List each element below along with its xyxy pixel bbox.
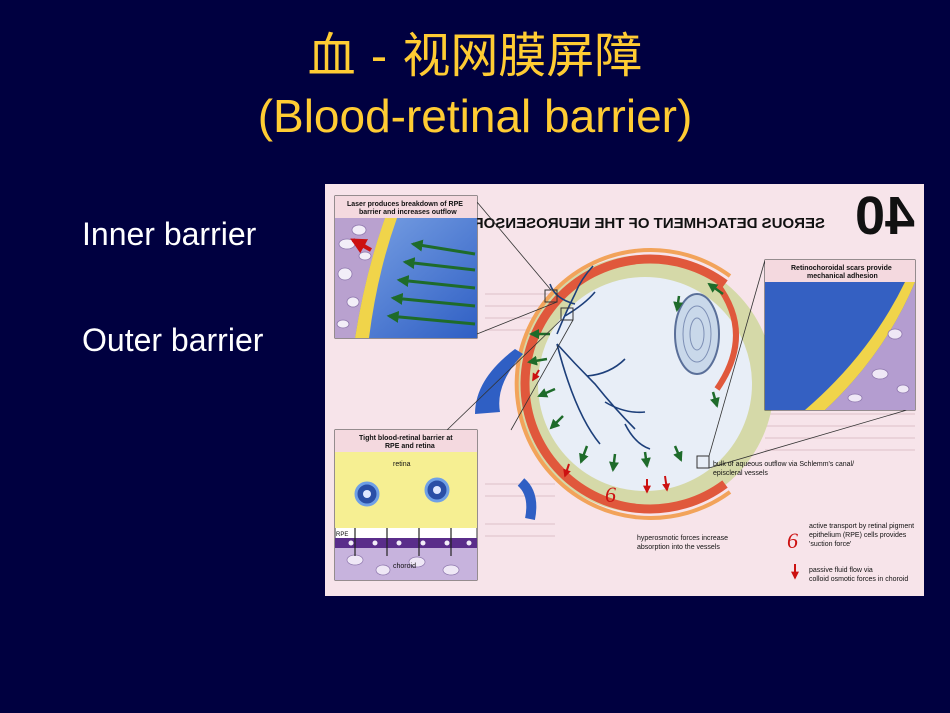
svg-text:episcleral vessels: episcleral vessels [713, 470, 768, 477]
slide-title-english: (Blood-retinal barrier) [257, 90, 693, 142]
bullet-inner-barrier: Inner barrier [82, 216, 257, 252]
svg-text:barrier and increases outflow: barrier and increases outflow [359, 209, 457, 216]
svg-text:RPE: RPE [336, 532, 348, 538]
bullet-outer-barrier: Outer barrier [82, 322, 264, 358]
svg-text:'suction force': 'suction force' [809, 541, 851, 548]
svg-text:choroid: choroid [393, 563, 416, 570]
svg-text:bulk of aqueous outflow via Sc: bulk of aqueous outflow via Schlemm's ca… [713, 461, 854, 468]
svg-text:epithelium (RPE) cells provide: epithelium (RPE) cells provides [809, 532, 907, 539]
panel-retinochoroidal-scars: Retinochoroidal scars provide mechanical… [764, 259, 916, 411]
panel-tight-barrier: Tight blood-retinal barrier at RPE and r… [334, 429, 478, 581]
figure-header-text: SEROUS DETACHMENT OF THE NEUROSENSORY RE… [403, 215, 825, 232]
svg-text:passive fluid flow via: passive fluid flow via [809, 567, 873, 574]
eye-cross-section: 6 [446, 201, 908, 520]
eye-diagram-figure: SEROUS DETACHMENT OF THE NEUROSENSORY RE… [325, 184, 924, 596]
svg-text:RPE and retina: RPE and retina [385, 443, 435, 450]
caption-hyperosmotic: hyperosmotic forces increase absorption … [637, 535, 728, 551]
svg-text:active transport by retinal pi: active transport by retinal pigment [809, 523, 914, 530]
caption-passive-flow: passive fluid flow via colloid osmotic f… [791, 564, 908, 583]
svg-text:absorption into the vessels: absorption into the vessels [637, 544, 720, 551]
six-glyph-legend: 6 [787, 528, 798, 553]
svg-text:Retinochoroidal scars provide: Retinochoroidal scars provide [791, 265, 892, 272]
caption-active-transport: 6 active transport by retinal pigment ep… [787, 523, 914, 553]
svg-text:retina: retina [393, 461, 411, 468]
svg-text:mechanical adhesion: mechanical adhesion [807, 273, 878, 280]
svg-text:Tight blood-retinal barrier at: Tight blood-retinal barrier at [359, 435, 453, 442]
svg-text:Laser produces breakdown of RP: Laser produces breakdown of RPE [347, 201, 463, 208]
caption-aqueous-outflow: bulk of aqueous outflow via Schlemm's ca… [713, 461, 854, 477]
figure-page-number: 40 [855, 186, 915, 246]
svg-text:colloid osmotic forces in chor: colloid osmotic forces in choroid [809, 576, 908, 583]
six-glyph-eye: 6 [605, 482, 616, 507]
panel-laser-rpe: Laser produces breakdown of RPE barrier … [334, 195, 478, 339]
slide-title-chinese: 血 - 视网膜屏障 [307, 28, 643, 84]
svg-text:hyperosmotic forces increase: hyperosmotic forces increase [637, 535, 728, 542]
